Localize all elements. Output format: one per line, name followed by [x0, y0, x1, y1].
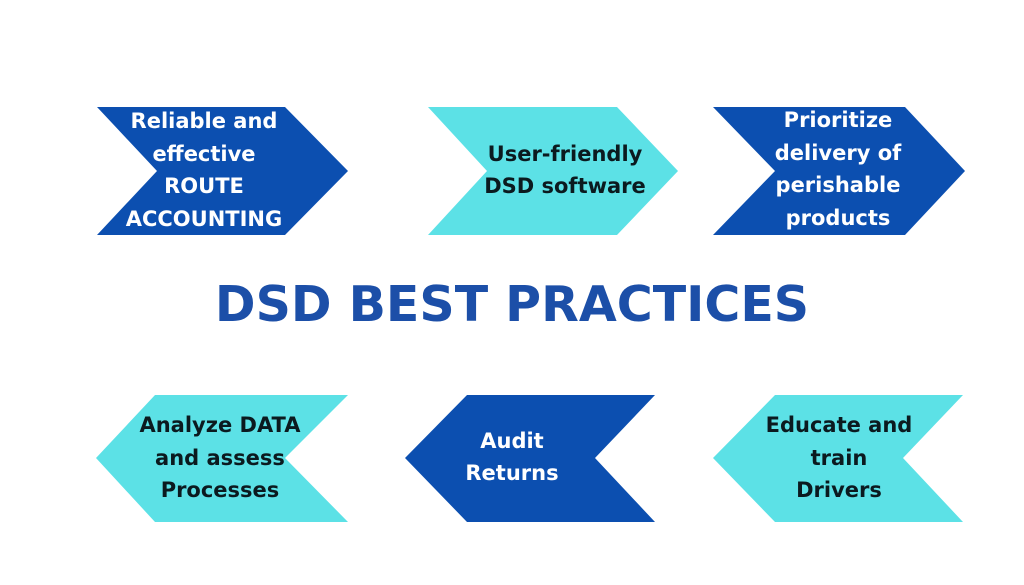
label-line: perishable	[775, 173, 901, 197]
label-line: Returns	[465, 461, 559, 485]
label-route-accounting: Reliable and effective ROUTE ACCOUNTING	[104, 105, 304, 235]
chevron-analyze-data	[96, 395, 348, 522]
label-line: Educate and	[765, 413, 913, 438]
label-line: ROUTE	[164, 174, 244, 198]
label-educate-drivers: Educate and train Drivers	[739, 393, 939, 523]
chevron-educate-drivers	[713, 395, 963, 522]
label-line: train	[810, 445, 868, 470]
label-audit-returns: Audit Returns	[412, 392, 612, 522]
page-title: DSD BEST PRACTICES	[214, 276, 810, 333]
label-line: DSD software	[484, 174, 646, 198]
label-line: ACCOUNTING	[125, 206, 283, 231]
label-prioritize-perishables: Prioritize delivery of perishable produc…	[738, 104, 938, 234]
label-line: Drivers	[796, 478, 882, 503]
label-line: effective	[152, 141, 256, 166]
label-line: Processes	[160, 478, 280, 503]
label-line: Reliable and	[130, 109, 278, 133]
chevron-audit-returns	[405, 395, 655, 522]
chevron-prioritize-perishables	[713, 107, 965, 235]
label-line: User-friendly	[487, 141, 643, 166]
label-line: Audit	[480, 428, 544, 453]
label-analyze-data: Analyze DATA and assess Processes	[120, 393, 320, 523]
label-line: Analyze DATA	[139, 413, 301, 438]
label-line: delivery of	[774, 140, 902, 165]
label-line: Prioritize	[783, 108, 893, 132]
label-user-friendly-software: User-friendly DSD software	[465, 105, 665, 235]
chevron-user-friendly-software	[428, 107, 678, 235]
chevron-route-accounting	[97, 107, 348, 235]
label-line: and assess	[155, 445, 285, 470]
label-line: products	[785, 205, 891, 230]
